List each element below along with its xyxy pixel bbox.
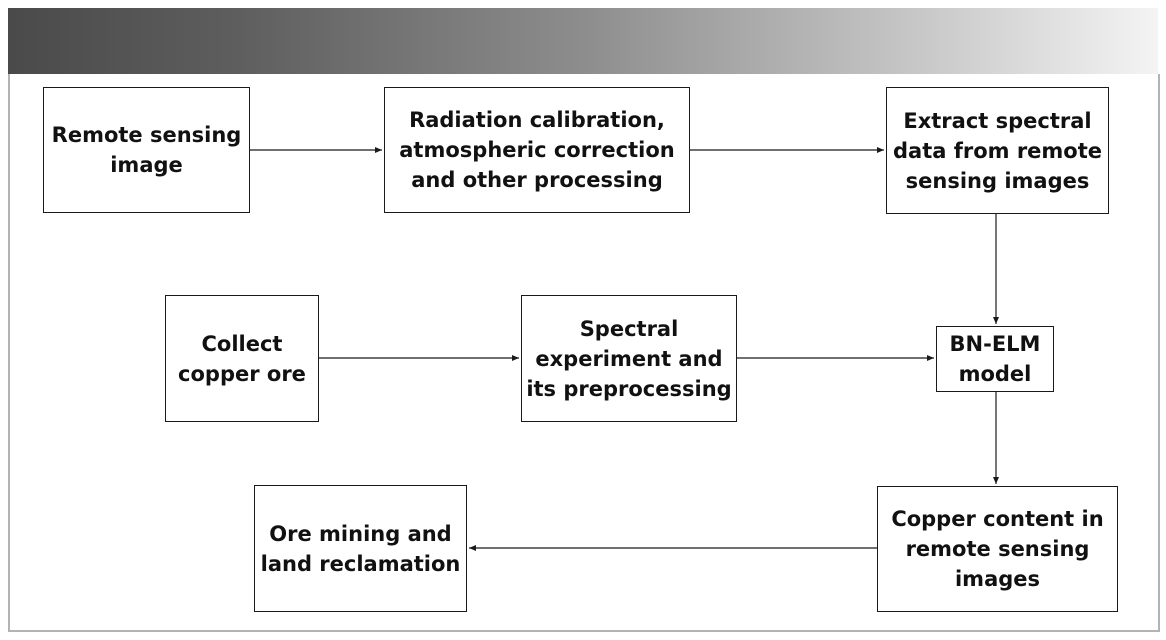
node-bn-elm-model: BN-ELM model bbox=[936, 326, 1054, 392]
node-collect-copper-ore: Collect copper ore bbox=[165, 295, 319, 422]
node-ore-mining: Ore mining and land reclamation bbox=[254, 485, 467, 612]
node-extract-spectral-data: Extract spectral data from remote sensin… bbox=[886, 87, 1109, 214]
node-radiation-calibration: Radiation calibration, atmospheric corre… bbox=[384, 87, 690, 213]
node-copper-content-label: Copper content in remote sensing images bbox=[891, 507, 1104, 591]
node-bn-elm-model-label: BN-ELM model bbox=[949, 332, 1041, 386]
node-spectral-experiment: Spectral experiment and its preprocessin… bbox=[521, 295, 737, 422]
node-copper-content: Copper content in remote sensing images bbox=[877, 486, 1118, 612]
node-remote-sensing-image-label: Remote sensing image bbox=[51, 123, 242, 177]
header-gradient-bar bbox=[8, 8, 1158, 74]
node-extract-spectral-data-label: Extract spectral data from remote sensin… bbox=[892, 108, 1103, 193]
node-ore-mining-label: Ore mining and land reclamation bbox=[260, 521, 461, 576]
node-remote-sensing-image: Remote sensing image bbox=[43, 87, 250, 213]
node-radiation-calibration-label: Radiation calibration, atmospheric corre… bbox=[399, 108, 675, 192]
node-spectral-experiment-label: Spectral experiment and its preprocessin… bbox=[526, 316, 732, 401]
node-collect-copper-ore-label: Collect copper ore bbox=[178, 331, 306, 386]
